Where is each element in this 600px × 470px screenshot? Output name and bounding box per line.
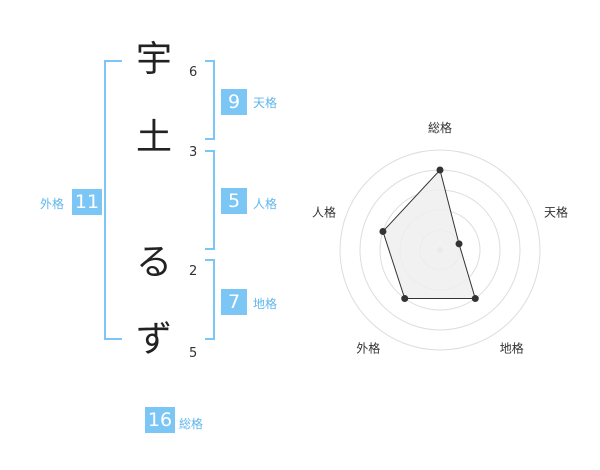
- name-char-4: ず: [135, 319, 172, 360]
- radar-point-5: [379, 227, 387, 235]
- jinkaku-value: 5: [221, 188, 247, 214]
- chikaku-value: 7: [221, 289, 247, 315]
- chikaku-label: 地格: [253, 297, 278, 311]
- radar-point-4: [401, 295, 409, 303]
- radar-axis-label-4: 外格: [356, 341, 380, 356]
- radar-value-polygon: [382, 168, 476, 300]
- stroke-count-4: 5: [189, 346, 198, 361]
- stroke-count-1: 6: [189, 65, 198, 80]
- stroke-count-3: 2: [189, 264, 198, 279]
- gaikaku-value: 11: [72, 189, 102, 215]
- radar-points: [379, 166, 479, 303]
- radar-polygon-layer: [382, 168, 476, 300]
- tenkaku-value: 9: [221, 89, 247, 115]
- tenkaku-label: 天格: [253, 96, 278, 110]
- radar-axis-label-1: 総格: [428, 120, 452, 135]
- soukaku-value: 16: [145, 407, 175, 433]
- radar-point-1: [436, 166, 444, 174]
- stroke-count-2: 3: [189, 145, 198, 160]
- radar-axis-label-3: 地格: [500, 341, 524, 356]
- name-char-3: る: [135, 242, 172, 283]
- radar-axis-label-5: 人格: [312, 204, 336, 219]
- soukaku-label: 総格: [179, 417, 204, 431]
- radar-axis-label-2: 天格: [544, 204, 568, 219]
- jinkaku-label: 人格: [253, 197, 278, 211]
- name-char-1: 宇: [135, 39, 172, 80]
- gaikaku-label: 外格: [40, 197, 65, 211]
- radar-point-2: [455, 240, 463, 248]
- radar-point-3: [471, 295, 479, 303]
- name-char-2: 土: [135, 117, 172, 158]
